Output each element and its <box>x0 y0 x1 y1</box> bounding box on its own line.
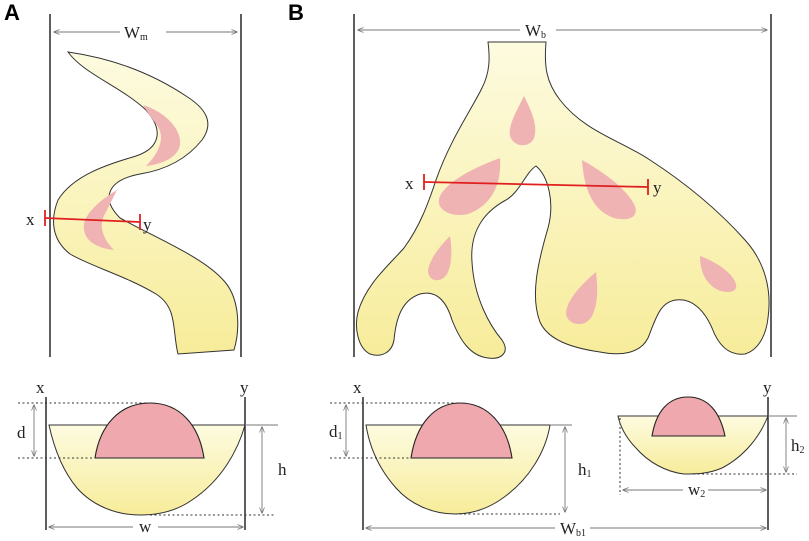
cross-b-thickness1-label: h1 <box>578 460 592 480</box>
panel-a-cross-section: x y d h w <box>17 378 287 536</box>
panel-a-section-line <box>44 217 141 223</box>
panel-b-bar-5 <box>566 272 598 325</box>
panel-b-bar-3 <box>582 160 636 220</box>
cross-b-bar-2 <box>651 396 726 437</box>
panel-a-width-label: Wm <box>124 23 148 43</box>
panel-a: A Wm x y x y d h <box>4 0 287 536</box>
panel-a-bar-upper <box>143 105 181 166</box>
cross-b-thickness2-label: h2 <box>791 436 805 456</box>
panel-b-bar-1 <box>509 96 536 146</box>
cross-b-width2-label: w2 <box>688 480 705 500</box>
panel-a-letter: A <box>4 0 20 25</box>
cross-b-total-width-label: Wb1 <box>560 519 586 539</box>
cross-b-x-label: x <box>353 378 362 397</box>
panel-b-cross-section: x y d1 h1 h2 w2 <box>329 378 805 539</box>
cross-a-y-label: y <box>240 378 249 397</box>
cross-b-depth-label: d1 <box>329 422 343 442</box>
panel-b-letter: B <box>288 0 304 25</box>
cross-a-thickness-label: h <box>278 460 287 479</box>
panel-b-section-y-label: y <box>653 178 662 197</box>
panel-a-section-y-label: y <box>143 215 152 234</box>
panel-b-bar-2 <box>438 158 501 216</box>
panel-b-bar-4 <box>428 236 452 281</box>
panel-b-braided-channel <box>356 41 770 359</box>
panel-b-section-line <box>423 181 649 188</box>
cross-a-bar <box>94 402 205 459</box>
panel-b-section-x-label: x <box>405 174 414 193</box>
panel-a-section-x-label: x <box>26 210 35 229</box>
panel-b-width-label: Wb <box>525 21 546 41</box>
cross-b-y-label: y <box>763 378 772 397</box>
panel-b: B Wb x y x y <box>288 0 805 539</box>
panel-a-meandering-channel <box>53 51 239 355</box>
panel-b-bar-6 <box>700 256 737 292</box>
cross-a-depth-label: d <box>17 423 26 442</box>
cross-a-width-label: w <box>139 517 152 536</box>
cross-b-bar-1 <box>410 402 513 459</box>
cross-a-x-label: x <box>36 378 45 397</box>
